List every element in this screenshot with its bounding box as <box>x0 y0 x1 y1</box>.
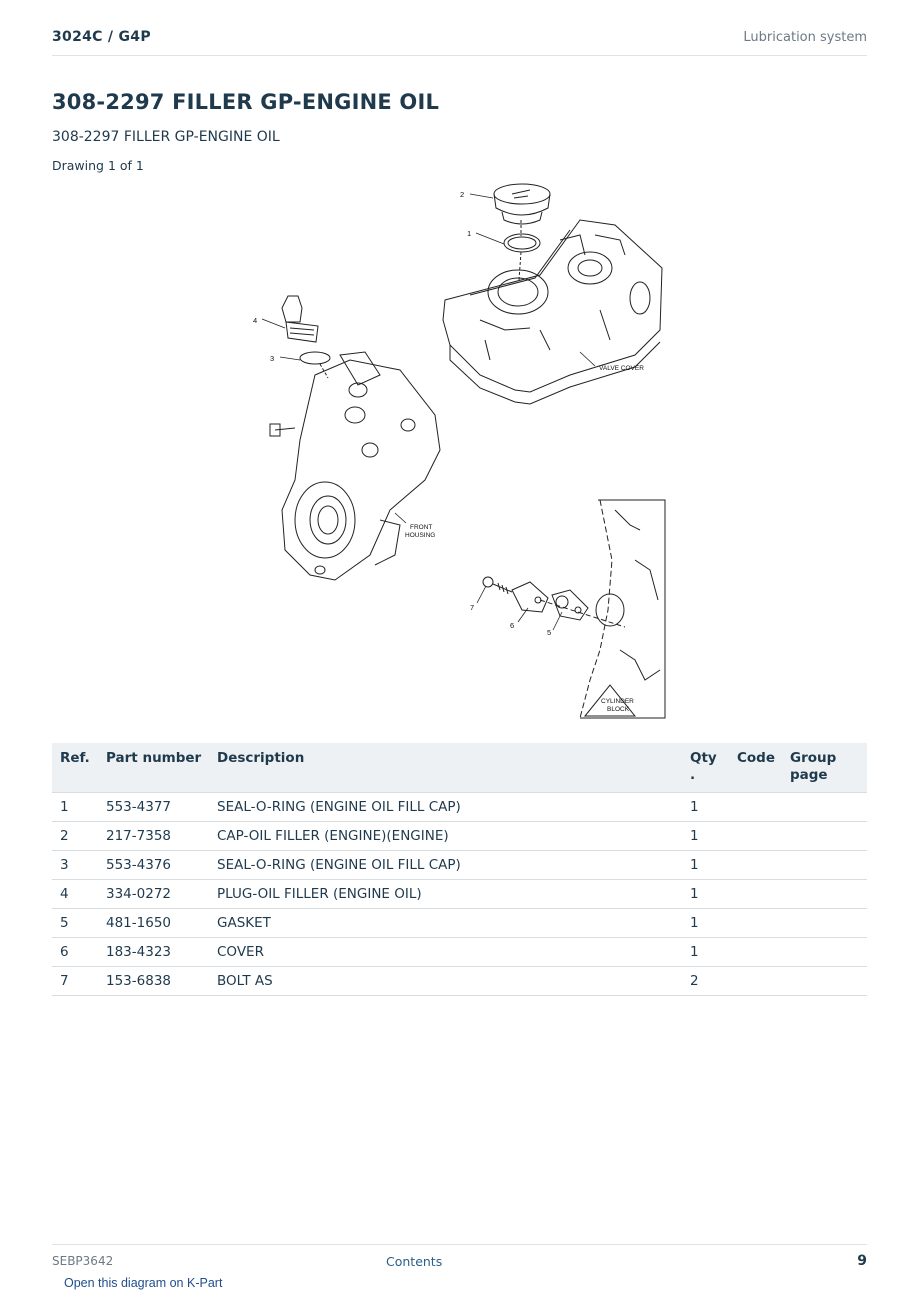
header-qty-line2: . <box>690 767 696 783</box>
parts-table: Ref. Part number Description Qty. Code G… <box>52 743 867 996</box>
cell-qty: 1 <box>682 879 729 909</box>
drawing-count: Drawing 1 of 1 <box>52 158 144 173</box>
cell-description: CAP-OIL FILLER (ENGINE)(ENGINE) <box>209 821 682 851</box>
cell-qty: 1 <box>682 792 729 822</box>
header-part-number: Part number <box>98 743 209 793</box>
contents-link[interactable]: Contents <box>386 1254 443 1269</box>
cell-code <box>729 966 782 996</box>
page-footer: SEBP3642 Contents 9 <box>52 1244 867 1274</box>
cell-qty: 1 <box>682 821 729 851</box>
cell-code <box>729 850 782 880</box>
document-id: SEBP3642 <box>52 1254 114 1268</box>
cell-ref: 2 <box>52 821 98 851</box>
table-row: 4 334-0272 PLUG-OIL FILLER (ENGINE OIL) … <box>52 879 867 909</box>
cell-ref: 6 <box>52 937 98 967</box>
cell-description: BOLT AS <box>209 966 682 996</box>
valve-cover-drawing <box>442 219 663 405</box>
table-header-row: Ref. Part number Description Qty. Code G… <box>52 743 867 793</box>
callout-leaders <box>261 193 596 631</box>
callout-4: 4 <box>253 316 257 325</box>
cell-code <box>729 937 782 967</box>
cell-qty: 1 <box>682 850 729 880</box>
table-row: 5 481-1650 GASKET 1 <box>52 908 867 938</box>
cell-group-page <box>782 966 867 996</box>
filler-plug-drawing <box>281 295 331 379</box>
cell-group-page <box>782 937 867 967</box>
cell-ref: 7 <box>52 966 98 996</box>
cover-gasket-bolt-drawing <box>482 576 626 628</box>
cell-group-page <box>782 850 867 880</box>
page-header: 3024C / G4P Lubrication system <box>52 0 867 56</box>
page-subtitle: 308-2297 FILLER GP-ENGINE OIL <box>52 129 280 145</box>
header-group-line1: Group <box>790 750 837 766</box>
cell-code <box>729 879 782 909</box>
kpart-link[interactable]: Open this diagram on K-Part <box>64 1276 223 1290</box>
cell-part-number: 481-1650 <box>98 908 209 938</box>
cell-description: PLUG-OIL FILLER (ENGINE OIL) <box>209 879 682 909</box>
label-housing: HOUSING <box>405 532 435 539</box>
cell-code <box>729 821 782 851</box>
parts-diagram: 2 1 4 3 5 6 7 VALVE COVER FRONT HOUSING … <box>253 183 666 719</box>
cell-group-page <box>782 879 867 909</box>
cell-ref: 4 <box>52 879 98 909</box>
cell-description: SEAL-O-RING (ENGINE OIL FILL CAP) <box>209 792 682 822</box>
cell-part-number: 217-7358 <box>98 821 209 851</box>
table-row: 7 153-6838 BOLT AS 2 <box>52 966 867 996</box>
page-title: 308-2297 FILLER GP-ENGINE OIL <box>52 90 440 114</box>
cell-description: COVER <box>209 937 682 967</box>
filler-cap-drawing <box>493 183 551 281</box>
cell-description: SEAL-O-RING (ENGINE OIL FILL CAP) <box>209 850 682 880</box>
cell-group-page <box>782 792 867 822</box>
cell-ref: 3 <box>52 850 98 880</box>
header-group-line2: page <box>790 767 828 783</box>
cell-part-number: 334-0272 <box>98 879 209 909</box>
header-ref: Ref. <box>52 743 98 793</box>
cylinder-block-drawing <box>579 499 666 719</box>
callout-5: 5 <box>547 628 551 637</box>
label-valve-cover: VALVE COVER <box>599 365 644 372</box>
section-label: Lubrication system <box>743 30 867 45</box>
callout-6: 6 <box>510 621 514 630</box>
cell-part-number: 553-4376 <box>98 850 209 880</box>
cell-description: GASKET <box>209 908 682 938</box>
callout-2: 2 <box>460 190 464 199</box>
callout-3: 3 <box>270 354 274 363</box>
cell-group-page <box>782 821 867 851</box>
label-block: BLOCK <box>607 706 630 713</box>
table-row: 1 553-4377 SEAL-O-RING (ENGINE OIL FILL … <box>52 792 867 822</box>
cell-qty: 1 <box>682 937 729 967</box>
cell-part-number: 183-4323 <box>98 937 209 967</box>
cell-group-page <box>782 908 867 938</box>
cell-part-number: 553-4377 <box>98 792 209 822</box>
label-front: FRONT <box>410 524 432 531</box>
header-code: Code <box>729 743 782 793</box>
cell-code <box>729 792 782 822</box>
callout-1: 1 <box>467 229 471 238</box>
cell-ref: 1 <box>52 792 98 822</box>
cell-code <box>729 908 782 938</box>
cell-qty: 2 <box>682 966 729 996</box>
table-row: 3 553-4376 SEAL-O-RING (ENGINE OIL FILL … <box>52 850 867 880</box>
label-cylinder: CYLINDER <box>601 698 634 705</box>
header-description: Description <box>209 743 682 793</box>
page-number: 9 <box>857 1253 867 1269</box>
front-housing-drawing <box>269 351 441 581</box>
model-label: 3024C / G4P <box>52 29 151 45</box>
cell-qty: 1 <box>682 908 729 938</box>
header-qty: Qty. <box>682 743 729 793</box>
table-row: 6 183-4323 COVER 1 <box>52 937 867 967</box>
callout-7: 7 <box>470 603 474 612</box>
cell-ref: 5 <box>52 908 98 938</box>
header-qty-line1: Qty <box>690 750 717 766</box>
cell-part-number: 153-6838 <box>98 966 209 996</box>
table-row: 2 217-7358 CAP-OIL FILLER (ENGINE)(ENGIN… <box>52 821 867 851</box>
